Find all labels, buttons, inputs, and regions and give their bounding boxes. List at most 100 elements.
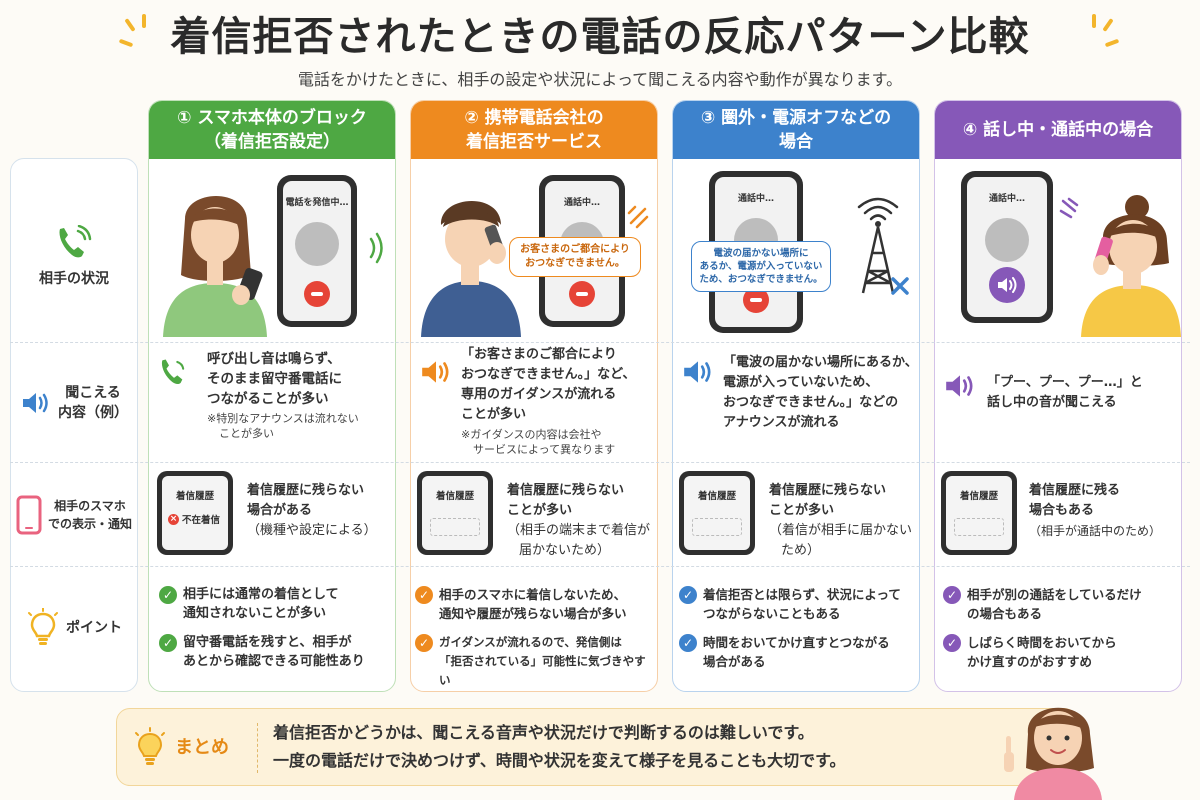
history-entry-placeholder: [954, 518, 1004, 536]
check-icon: ✓: [943, 586, 961, 604]
column-header: ④ 話し中・通話中の場合: [935, 101, 1181, 159]
row-label-text: 相手の状況: [39, 271, 109, 287]
heard-line: 話し中の音が聞こえる: [987, 395, 1117, 410]
point-line: 相手には通常の着信として: [183, 587, 339, 602]
column-header-line: ④ 話し中・通話中の場合: [962, 120, 1154, 140]
point-item: ✓ 相手のスマホに着信しないため、通知や履歴が残らない場合が多い: [415, 585, 657, 623]
row-label-status: 相手の状況: [10, 172, 138, 342]
point-line: ガイダンスが流れるので、発信側は: [439, 635, 622, 649]
heard-line: おつなぎできません。」などの: [723, 395, 899, 410]
row-label-text: での表示・通知: [47, 517, 132, 531]
row-divider: [10, 342, 1190, 343]
display-line: 着信履歴に残る: [1029, 483, 1121, 498]
speaker-icon: [684, 361, 711, 383]
column-header: ③ 圏外・電源オフなどの 場合: [673, 101, 919, 159]
call-history-title: 着信履歴: [435, 491, 474, 502]
column-header-line: 着信拒否サービス: [466, 132, 602, 152]
display-line: 届かないため）: [519, 543, 611, 558]
point-item: ✓ 相手が別の通話をしているだけの場合もある: [943, 585, 1181, 623]
check-icon: ✓: [159, 634, 177, 652]
check-icon: ✓: [679, 586, 697, 604]
heard-line: 「プー、プー、プー…」と: [987, 375, 1143, 390]
phone-status-text: 通話中…: [563, 198, 600, 208]
summary-label: まとめ: [175, 737, 229, 758]
alert-lines-icon: [1059, 197, 1079, 219]
lightbulb-icon: [28, 608, 58, 645]
no-signal-tower-icon: [857, 197, 909, 295]
point-line: しばらく時間をおいてから: [967, 635, 1117, 650]
heard-line: 呼び出し音は鳴らず、: [207, 351, 341, 367]
calling-phone: 通話中…: [961, 171, 1053, 323]
point-line: 場合がある: [703, 654, 766, 669]
row-label-column: [10, 158, 138, 692]
page-title: 着信拒否されたときの電話の反応パターン比較: [170, 14, 1030, 60]
heard-line: アナウンスが流れる: [723, 415, 840, 430]
heard-line: 電源が入っていないため、: [723, 375, 879, 390]
calling-phone: 電話を発信中…: [277, 175, 357, 327]
display-text: 着信履歴に残らない ことが多い （着信が相手に届かない ため）: [769, 481, 919, 561]
row-divider: [10, 566, 1190, 567]
ringing-waves-icon: [369, 232, 383, 264]
phone-status-text: 通話中…: [737, 194, 774, 204]
speaker-icon: [23, 393, 48, 413]
call-history-phone: 着信履歴: [417, 471, 493, 555]
column-header-line: 場合: [779, 132, 813, 152]
heard-note: ※ガイダンスの内容は会社や: [461, 428, 602, 441]
display-text: 着信履歴に残る 場合もある （相手が通話中のため）: [1029, 481, 1181, 541]
display-line: 着信履歴に残らない: [507, 483, 625, 498]
check-icon: ✓: [415, 634, 433, 652]
bubble-line: 電波の届かない場所に: [713, 248, 809, 259]
phone-icon: [161, 359, 185, 384]
point-item: ✓ ガイダンスが流れるので、発信側は「拒否されている」可能性に気づきやすい: [415, 633, 657, 690]
point-item: ✓ 着信拒否とは限らず、状況によってつながらないこともある: [679, 585, 919, 623]
point-line: の場合もある: [967, 606, 1043, 621]
check-icon: ✓: [415, 586, 433, 604]
row-label-text: 相手のスマホ: [54, 499, 126, 513]
end-call-icon: [304, 281, 330, 307]
phone-icon: [59, 225, 92, 258]
column-line-busy: ④ 話し中・通話中の場合 通話中… 「プー、プー、プー…」: [934, 100, 1182, 692]
sparkle-icon: [1080, 14, 1120, 58]
summary-line: 一度の電話だけで決めつけず、時間や状況を変えて様子を見ることも大切です。: [273, 751, 846, 770]
row-label-point: ポイント: [10, 568, 138, 688]
heard-note: ことが多い: [219, 427, 274, 440]
column-out-of-service: ③ 圏外・電源オフなどの 場合 通話中… 電波の届かない場所に あるか、電源が入…: [672, 100, 920, 692]
bubble-line: あるか、電源が入っていない: [699, 261, 823, 272]
point-line: 相手のスマホに着信しないため、: [439, 587, 627, 602]
display-line: ため）: [781, 543, 821, 558]
guidance-bubble: お客さまのご都合により おつなぎできません。: [509, 237, 641, 277]
summary-box: まとめ 着信拒否かどうかは、聞こえる音声や状況だけで判断するのは難しいです。 一…: [116, 708, 1078, 786]
display-line: 着信履歴に残らない: [769, 483, 887, 498]
guidance-bubble: 電波の届かない場所に あるか、電源が入っていない ため、おつなぎできません。: [691, 241, 831, 292]
row-divider: [10, 462, 1190, 463]
heard-line: そのまま留守番電話に: [207, 371, 342, 387]
heard-line: 「お客さまのご都合により: [461, 347, 617, 362]
speaker-icon: [946, 375, 973, 397]
point-item: ✓ 相手には通常の着信として通知されないことが多い: [159, 585, 391, 623]
call-history-phone: 着信履歴: [941, 471, 1017, 555]
avatar: [985, 218, 1029, 262]
heard-text: 呼び出し音は鳴らず、 そのまま留守番電話に つながることが多い ※特別なアナウン…: [207, 349, 391, 441]
heard-line: つながることが多い: [207, 391, 329, 407]
point-line: 留守番電話を残すと、相手が: [183, 635, 352, 650]
heard-note: ※特別なアナウンスは流れない: [207, 412, 359, 425]
display-text: 着信履歴に残らない ことが多い （相手の端末まで着信が 届かないため）: [507, 481, 657, 561]
display-line: （機種や設定による）: [247, 523, 377, 538]
display-line: ことが多い: [769, 503, 835, 518]
end-call-icon: [569, 281, 595, 307]
speaker-icon: [422, 361, 449, 383]
column-header-line: ① スマホ本体のブロック: [177, 108, 367, 128]
point-line: あとから確認できる可能性あり: [183, 654, 365, 669]
woman-on-phone-illustration: [1081, 195, 1181, 337]
bubble-line: ため、おつなぎできません。: [699, 274, 823, 285]
missed-call-label: 不在着信: [182, 515, 221, 526]
display-line: （相手の端末まで着信が: [507, 523, 651, 538]
display-line: 着信履歴に残らない: [247, 483, 365, 498]
column-header: ① スマホ本体のブロック （着信拒否設定）: [149, 101, 395, 159]
point-item: ✓ しばらく時間をおいてからかけ直すのがおすすめ: [943, 633, 1181, 671]
heard-line: 専用のガイダンスが流れる: [461, 387, 617, 402]
busy-sound-icon: [989, 267, 1025, 303]
column-header-line: ② 携帯電話会社の: [464, 108, 604, 128]
woman-with-phone-illustration: [163, 196, 267, 337]
column-header-line: （着信拒否設定）: [204, 132, 340, 152]
